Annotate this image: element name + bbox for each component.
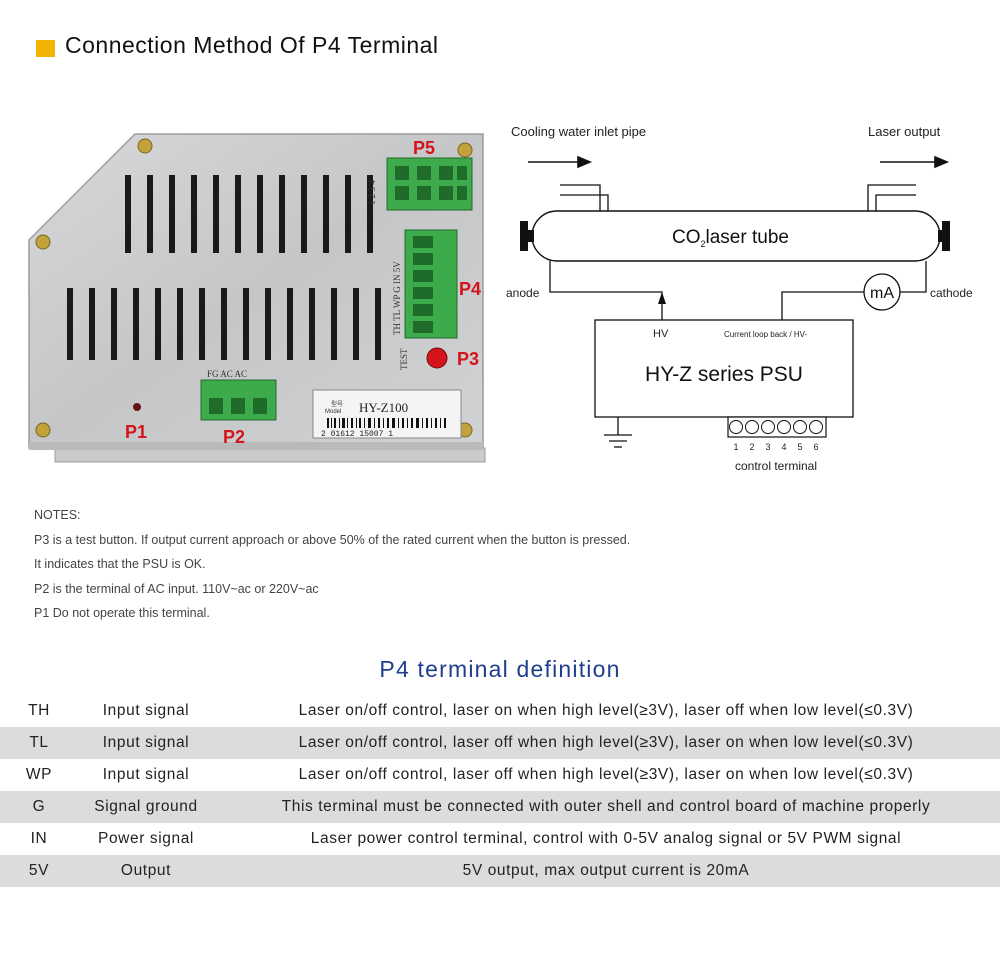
note-line: It indicates that the PSU is OK. [34, 557, 206, 571]
cooling-water-label: Cooling water inlet pipe [511, 124, 646, 139]
description-cell: This terminal must be connected with out… [281, 798, 931, 815]
type-cell: Input signal [102, 734, 190, 751]
nameplate-model-word: Model [325, 409, 341, 415]
p4-definition-table: TH Input signal Laser on/off control, la… [0, 695, 1000, 887]
terminal-numbers: 1 2 3 4 5 6 [733, 442, 818, 452]
p5-terminal [386, 157, 473, 211]
svg-text:6: 6 [813, 442, 818, 452]
pin-cell: TH [28, 702, 50, 719]
page-title: Connection Method Of P4 Terminal [65, 32, 439, 58]
p4-pin-labels: TH TL WP G IN 5V [392, 261, 402, 335]
p2-pin-labels: FG AC AC [207, 369, 247, 379]
table-row: WP Input signal Laser on/off control, la… [0, 759, 1000, 791]
p2-terminal [200, 379, 277, 421]
pin-cell: IN [30, 830, 48, 847]
type-cell: Output [120, 862, 172, 879]
milliamp-meter-icon [863, 273, 901, 311]
p2-label: P2 [223, 427, 245, 447]
meter-label: mA [870, 285, 894, 302]
description-cell: Laser on/off control, laser off when hig… [298, 766, 914, 783]
tube-end-caps [520, 221, 950, 251]
pin-cell: G [32, 798, 46, 815]
anode-label: anode [506, 286, 540, 300]
tube-label: CO2laser tube [672, 227, 789, 249]
table-row: TH Input signal Laser on/off control, la… [0, 695, 1000, 727]
description-cell: Laser power control terminal, control wi… [310, 830, 902, 847]
psu-label: HY-Z series PSU [645, 363, 803, 386]
table-row: TL Input signal Laser on/off control, la… [0, 727, 1000, 759]
table-row: IN Power signal Laser power control term… [0, 823, 1000, 855]
current-loop-label: Current loop back / HV- [724, 330, 807, 339]
anode-wire [549, 261, 663, 320]
control-terminal [727, 416, 827, 438]
note-line: P3 is a test button. If output current a… [34, 532, 631, 547]
cathode-wire [900, 261, 927, 293]
table-row: 5V Output 5V output, max output current … [0, 855, 1000, 887]
notes-heading: NOTES: [34, 508, 81, 522]
table-row: G Signal ground This terminal must be co… [0, 791, 1000, 823]
p1-connector-icon [133, 403, 141, 411]
pin-cell: WP [25, 766, 53, 783]
svg-text:5: 5 [797, 442, 802, 452]
laser-output-label: Laser output [868, 124, 941, 139]
title-bullet [36, 40, 55, 57]
inlet-arrow-icon [528, 155, 593, 169]
type-cell: Signal ground [94, 798, 198, 815]
cathode-label: cathode [930, 286, 973, 300]
type-cell: Power signal [98, 830, 194, 847]
barcode-icon [327, 418, 446, 428]
svg-text:3: 3 [765, 442, 770, 452]
nameplate-barcode-number: 2 01612 15007 1 [321, 430, 393, 439]
svg-text:2: 2 [749, 442, 754, 452]
svg-text:1: 1 [733, 442, 738, 452]
description-cell: Laser on/off control, laser off when hig… [298, 734, 914, 751]
top-vents [125, 175, 373, 253]
p5-pin-labels: 1 2 3 4 [367, 180, 377, 205]
nameplate-model: HY-Z100 [359, 400, 408, 415]
nameplate: 型号 Model HY-Z100 2 01612 15007 1 [312, 389, 462, 439]
bottom-vents [67, 288, 381, 360]
connection-diagram: Cooling water inlet pipe Laser output CO… [506, 124, 973, 473]
description-cell: 5V output, max output current is 20mA [462, 862, 750, 879]
pin-cell: 5V [28, 862, 50, 879]
control-terminal-label: control terminal [735, 459, 817, 473]
description-cell: Laser on/off control, laser on when high… [298, 702, 914, 719]
note-line: P2 is the terminal of AC input. 110V~ac … [34, 581, 319, 596]
pin-cell: TL [29, 734, 49, 751]
ground-icon [604, 417, 632, 448]
svg-text:4: 4 [781, 442, 786, 452]
output-arrow-icon [880, 155, 950, 169]
type-cell: Input signal [102, 702, 190, 719]
p1-label: P1 [125, 422, 147, 442]
p4-terminal [404, 229, 458, 339]
test-button-icon [426, 347, 448, 369]
nameplate-cn: 型号 [331, 400, 343, 408]
psu-photo: 1 2 3 4 P5 TH TL WP G IN 5V P4 TEST P3 F… [28, 133, 486, 463]
p5-label: P5 [413, 138, 435, 158]
p3-label: P3 [457, 349, 479, 369]
notes: NOTES: P3 is a test button. If output cu… [34, 503, 630, 626]
hv-label: HV [653, 328, 669, 340]
type-cell: Input signal [102, 766, 190, 783]
p4-label: P4 [459, 279, 481, 299]
table-title: P4 terminal definition [379, 656, 621, 682]
note-line: P1 Do not operate this terminal. [34, 606, 210, 620]
test-label: TEST [399, 348, 409, 370]
screw-icons [35, 138, 473, 438]
psu-box [594, 319, 854, 418]
